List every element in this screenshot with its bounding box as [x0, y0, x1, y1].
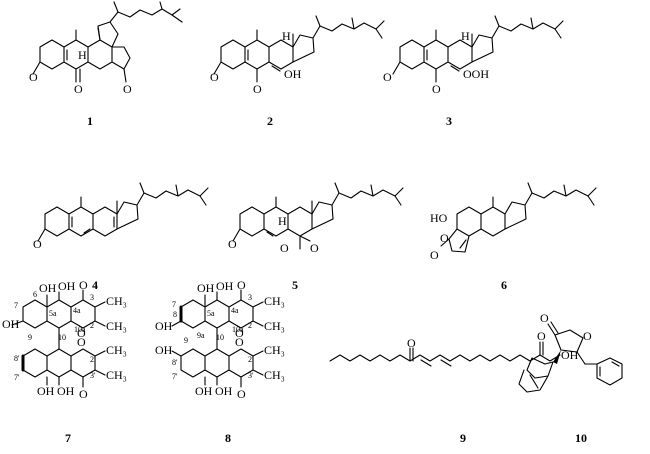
compound-6-carbonyl-oxygen: O [430, 248, 439, 262]
compound-1-hydrogen: H [78, 48, 87, 62]
compound-7-ch3-1: CH₃ [106, 294, 127, 308]
compound-3-hydrogen: H [461, 29, 470, 43]
compound-7-structure [11, 289, 106, 388]
compound-1-structure [32, 1, 183, 83]
compound-5-oxygen-1: O [228, 237, 237, 251]
compound-1-oxygen-1: O [29, 70, 38, 84]
compound-7-oh-4: OH [37, 384, 55, 398]
compound-8-label-7prime: 7' [172, 372, 178, 381]
compound-7-label-3prime: 3' [90, 371, 96, 380]
compound-9-ketone-oxygen: O [407, 336, 416, 350]
compound-7-label-8prime: 8' [14, 354, 20, 363]
compound-8-oh-1: OH [197, 281, 215, 295]
compound-6-ring-oxygen: O [440, 231, 449, 245]
compound-5-structure [232, 182, 404, 250]
compound-8-label-2prime: 2' [248, 355, 254, 364]
compound-8-ch3-4: CH₃ [264, 368, 285, 382]
compound-6-hydroxyl: HO [430, 211, 448, 225]
compound-8-label-10a: 10a [232, 325, 244, 334]
compound-8-oh-2: OH [216, 279, 234, 293]
compound-7-label-3: 3 [90, 293, 94, 302]
compound-3-structure [392, 15, 564, 83]
compound-2-oxygen-2: O [253, 82, 262, 96]
compound-7-o-2: O [79, 387, 88, 401]
compound-1-number: 1 [87, 114, 93, 128]
compound-10-carbonyl-oxygen: O [540, 311, 549, 325]
compound-10-ring-oxygen: O [583, 329, 592, 343]
compound-7-ch3-3: CH₃ [106, 343, 127, 357]
compound-7-label-2: 2 [90, 321, 94, 330]
compound-7-label-4a: 4a [73, 306, 81, 315]
compound-8-ch3-1: CH₃ [264, 294, 285, 308]
compound-1-oxygen-3: O [123, 82, 132, 96]
compound-7-number: 7 [65, 431, 71, 445]
compound-8-number: 8 [225, 431, 231, 445]
compound-7-ch3-2: CH₃ [106, 319, 127, 333]
compound-8-label-7: 7 [172, 300, 176, 309]
compound-8-oh-6: OH [215, 384, 233, 398]
compound-5-oxygen-2: O [280, 241, 289, 255]
compound-7-label-7: 7 [14, 301, 18, 310]
compound-7-o-ring-2: O [77, 335, 86, 349]
compound-3-oxygen-2: O [432, 82, 441, 96]
compound-7-oh-3: OH [2, 317, 20, 331]
compound-8-ch3-2: CH₃ [264, 319, 285, 333]
compound-9-acid-oxygen: O [537, 329, 546, 343]
compound-8-label-10: 10 [216, 333, 224, 342]
compound-4-structure [37, 182, 209, 242]
compound-5-hydrogen: H [278, 214, 287, 228]
compound-10-structure [518, 321, 623, 393]
compound-3-number: 3 [446, 114, 452, 128]
compound-6-structure [440, 182, 597, 253]
compound-8-label-8: 8 [173, 310, 177, 319]
compound-5-oxygen-3: O [310, 241, 319, 255]
compound-7-o-ring-1: O [77, 326, 86, 340]
compound-8-label-9: 9 [184, 336, 188, 345]
compound-2-hydroxyl: OH [284, 67, 302, 81]
compound-7-label-10: 10 [58, 333, 66, 342]
compound-4-oxygen: O [33, 237, 42, 251]
compound-8-o-ring-1: O [235, 326, 244, 340]
compound-7-label-2prime: 2' [90, 355, 96, 364]
compound-2-number: 2 [267, 114, 273, 128]
compound-8-o-2: O [237, 387, 246, 401]
compound-4-number: 4 [92, 278, 98, 292]
compound-8-ch3-3: CH₃ [264, 343, 285, 357]
compound-9-number: 9 [460, 431, 466, 445]
compound-8-oh-4: OH [155, 343, 173, 357]
compound-7-label-9: 9 [28, 333, 32, 342]
compound-10-number: 10 [575, 431, 587, 445]
compound-8-o-1: O [237, 278, 246, 292]
compound-7-oh-1: OH [39, 281, 57, 295]
compound-7-label-7prime: 7' [14, 373, 20, 382]
compound-7-label-10a: 10a [74, 325, 86, 334]
compound-8-label-2: 2 [248, 321, 252, 330]
compound-7-oh-5: OH [57, 384, 75, 398]
compound-3-oxygen-1: O [383, 70, 392, 84]
compound-3-hydroperoxyl: OOH [463, 67, 489, 81]
compound-8-o-ring-2: O [235, 335, 244, 349]
compound-7-label-6: 6 [33, 290, 37, 299]
compound-8-oh-3: OH [155, 319, 173, 333]
compound-1-oxygen-2: O [74, 82, 83, 96]
compound-7-o-1: O [79, 278, 88, 292]
compound-8-oh-5: OH [195, 384, 213, 398]
compound-7-ch3-4: CH₃ [106, 368, 127, 382]
compound-9-structure [329, 341, 561, 367]
compound-8-label-9a: 9a [197, 331, 205, 340]
compound-8-label-5a: 5a [207, 309, 215, 318]
compound-8-label-4a: 4a [231, 306, 239, 315]
compound-8-label-3prime: 3' [248, 371, 254, 380]
compound-7-label-5a: 5a [49, 309, 57, 318]
compound-6-number: 6 [501, 278, 507, 292]
compound-7-oh-2: OH [58, 279, 76, 293]
compound-5-number: 5 [292, 278, 298, 292]
compound-2-hydrogen: H [282, 29, 291, 43]
compound-8-structure [171, 289, 264, 388]
compound-2-structure [213, 15, 385, 83]
compound-8-label-8prime: 8' [172, 358, 178, 367]
compound-8-label-3: 3 [248, 293, 252, 302]
compound-2-oxygen-1: O [210, 70, 219, 84]
